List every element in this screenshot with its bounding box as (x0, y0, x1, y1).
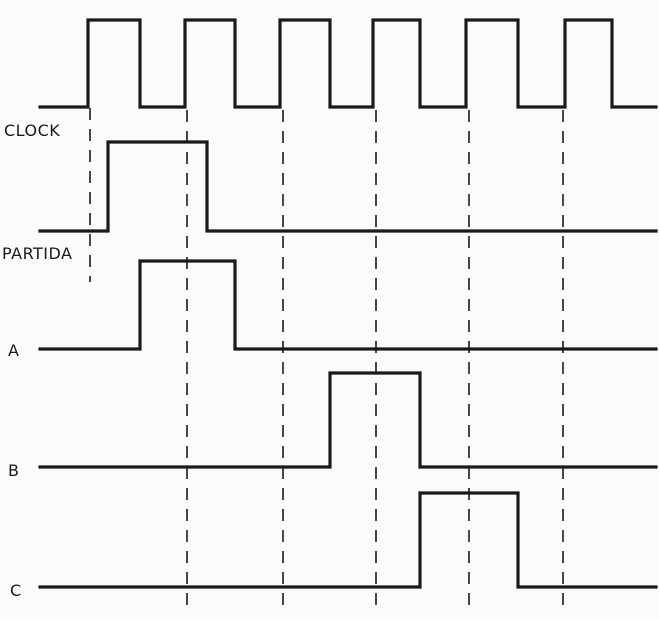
waveform-a (38, 259, 658, 351)
waveform-clock (38, 18, 658, 109)
dashed-guide-lines (89, 108, 564, 612)
label-a: A (8, 341, 19, 360)
waveform-b (38, 371, 658, 469)
waveform-c (38, 491, 658, 589)
label-clock: CLOCK (4, 121, 60, 140)
waveforms (38, 18, 658, 589)
label-partida: PARTIDA (2, 244, 73, 263)
label-c: C (10, 581, 22, 600)
label-b: B (8, 461, 19, 480)
waveform-partida (38, 140, 658, 233)
